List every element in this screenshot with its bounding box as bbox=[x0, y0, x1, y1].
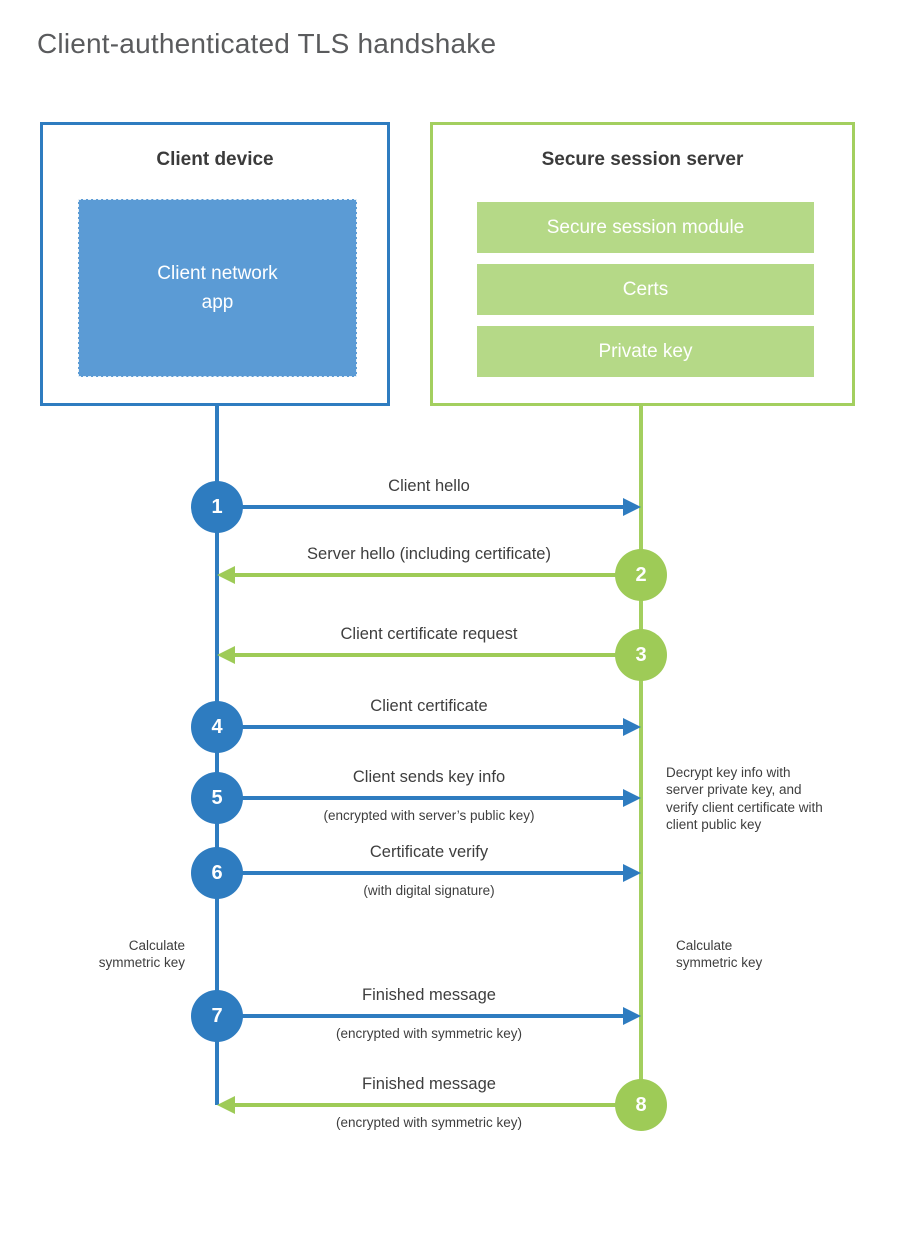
decrypt-key-note: Decrypt key info with server private key… bbox=[666, 765, 823, 832]
calculate-symmetric-key-note-server: Calculate symmetric key bbox=[676, 938, 763, 971]
step-number-badge: 2 bbox=[615, 549, 667, 601]
page-title: Client-authenticated TLS handshake bbox=[37, 28, 497, 59]
step-number-badge: 7 bbox=[191, 990, 243, 1042]
step-number-badge: 1 bbox=[191, 481, 243, 533]
step-label: Client sends key info bbox=[352, 768, 506, 786]
step-sublabel: (encrypted with server’s public key) bbox=[323, 808, 535, 823]
step-number-badge: 8 bbox=[615, 1079, 667, 1131]
step-sublabel: (with digital signature) bbox=[363, 883, 495, 898]
arrow-head-icon bbox=[217, 1096, 235, 1114]
step-arrow-line bbox=[217, 725, 623, 729]
step-arrow-line bbox=[217, 505, 623, 509]
arrow-head-icon bbox=[623, 1007, 641, 1025]
arrow-head-icon bbox=[623, 718, 641, 736]
step-label: Client hello bbox=[388, 477, 470, 495]
step-arrow-line bbox=[235, 573, 641, 577]
client-device-title: Client device bbox=[156, 149, 274, 170]
arrow-head-icon bbox=[217, 566, 235, 584]
secure-session-server-title: Secure session server bbox=[541, 149, 744, 170]
secure-session-server-box: Secure session server Secure session mod… bbox=[430, 122, 855, 406]
arrow-head-icon bbox=[217, 646, 235, 664]
step-arrow-line bbox=[235, 653, 641, 657]
server-module-bar: Certs bbox=[477, 264, 814, 315]
client-network-app-label: Client network app bbox=[157, 262, 278, 313]
step-arrow-line bbox=[217, 1014, 623, 1018]
client-device-box: Client device Client network app bbox=[40, 122, 390, 406]
arrow-head-icon bbox=[623, 789, 641, 807]
step-label: Client certificate request bbox=[340, 625, 518, 643]
step-number-badge: 5 bbox=[191, 772, 243, 824]
arrow-head-icon bbox=[623, 498, 641, 516]
step-label: Finished message bbox=[362, 986, 496, 1004]
server-lifeline bbox=[639, 406, 643, 1105]
step-label: Certificate verify bbox=[369, 843, 489, 861]
server-module-bar: Private key bbox=[477, 326, 814, 377]
server-module-bar: Secure session module bbox=[477, 202, 814, 253]
arrow-head-icon bbox=[623, 864, 641, 882]
step-arrow-line bbox=[217, 871, 623, 875]
step-label: Server hello (including certificate) bbox=[307, 545, 551, 563]
step-sublabel: (encrypted with symmetric key) bbox=[335, 1026, 523, 1041]
step-number-badge: 4 bbox=[191, 701, 243, 753]
client-network-app-box: Client network app bbox=[78, 199, 357, 377]
step-label: Finished message bbox=[362, 1075, 496, 1093]
step-arrow-line bbox=[217, 796, 623, 800]
step-arrow-line bbox=[235, 1103, 641, 1107]
client-lifeline bbox=[215, 406, 219, 1105]
calculate-symmetric-key-note-client: Calculate symmetric key bbox=[98, 938, 185, 971]
step-number-badge: 6 bbox=[191, 847, 243, 899]
step-number-badge: 3 bbox=[615, 629, 667, 681]
step-sublabel: (encrypted with symmetric key) bbox=[335, 1115, 523, 1130]
step-label: Client certificate bbox=[370, 697, 488, 715]
